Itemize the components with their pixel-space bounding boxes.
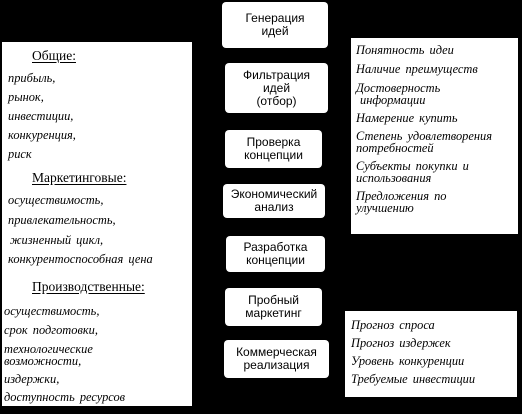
- right-top-item: Понятность идеи: [356, 43, 454, 57]
- right-top-item: Субъекты покупки и: [356, 159, 469, 173]
- right-bottom-item: Уровень конкуренции: [351, 354, 465, 368]
- stage-line: Генерация: [245, 11, 305, 25]
- production-item: доступность ресурсов: [4, 390, 126, 404]
- right-bottom-item: Требуемые инвестиции: [351, 372, 476, 386]
- production-item: издержки,: [4, 372, 60, 386]
- general-item: инвестиции,: [8, 109, 74, 123]
- stage-line: Экономический: [230, 187, 318, 201]
- stage-line: реализация: [243, 358, 310, 372]
- stage-line: маркетинг: [245, 306, 302, 320]
- stage-line: концепции: [244, 148, 303, 162]
- stage-concept-testing: Проверка концепции: [225, 130, 322, 168]
- stage-line: концепции: [246, 253, 305, 267]
- right-bottom-item: Прогноз издержек: [351, 336, 451, 350]
- stage-line: (отбор): [256, 93, 297, 108]
- stage-idea-filtering: Фильтрация идей (отбор): [225, 63, 328, 113]
- right-top-criteria-panel: Понятность идеи Наличие преимуществ Дост…: [351, 38, 518, 234]
- general-item: риск: [8, 147, 32, 161]
- stage-commercialization: Коммерческая реализация: [224, 340, 329, 378]
- stage-idea-generation: Генерация идей: [222, 2, 328, 48]
- production-item: осуществимость,: [4, 304, 100, 318]
- right-top-item: Наличие преимуществ: [356, 62, 478, 76]
- marketing-item: жизненный цикл,: [10, 233, 104, 247]
- right-bottom-criteria-panel: Прогноз спроса Прогноз издержек Уровень …: [345, 311, 517, 397]
- right-top-item: информации: [360, 93, 426, 107]
- production-item: срок подготовки,: [4, 323, 98, 337]
- right-top-item: потребностей: [356, 141, 434, 155]
- stage-concept-development: Разработка концепции: [226, 236, 325, 272]
- stage-line: Пробный: [248, 293, 299, 307]
- right-top-item: Предложения по: [356, 189, 447, 203]
- stage-line: Проверка: [246, 135, 301, 149]
- stage-economic-analysis: Экономический анализ: [223, 184, 325, 218]
- stage-line: анализ: [254, 200, 294, 214]
- right-top-item: Достоверность: [356, 81, 441, 95]
- stage-line: Коммерческая: [236, 345, 317, 359]
- right-top-item: Степень удовлетворения: [356, 129, 492, 143]
- stage-test-marketing: Пробный маркетинг: [225, 288, 322, 326]
- general-item: конкуренция,: [8, 128, 76, 142]
- marketing-item: конкурентоспособная цена: [8, 252, 153, 266]
- marketing-item: осуществимость,: [8, 193, 104, 207]
- left-criteria-panel: Общие: прибыль, рынок, инвестиции, конку…: [2, 42, 192, 406]
- general-item: рынок,: [8, 90, 44, 104]
- stage-line: идей: [262, 80, 291, 95]
- production-heading: Производственные:: [32, 279, 145, 294]
- general-item: прибыль,: [8, 71, 56, 85]
- general-heading: Общие:: [32, 48, 76, 63]
- stage-line: идей: [261, 24, 289, 38]
- production-item: технологические: [4, 342, 93, 356]
- marketing-heading: Маркетинговые:: [32, 170, 127, 185]
- right-top-item: Намерение купить: [356, 111, 458, 125]
- right-top-item: улучшению: [356, 201, 414, 215]
- production-item: возможности,: [4, 354, 82, 368]
- right-bottom-item: Прогноз спроса: [351, 318, 435, 332]
- stage-line: Фильтрация: [242, 67, 311, 82]
- marketing-item: привлекательность,: [8, 213, 116, 227]
- right-top-item: использования: [356, 171, 432, 185]
- stage-line: Разработка: [243, 240, 308, 254]
